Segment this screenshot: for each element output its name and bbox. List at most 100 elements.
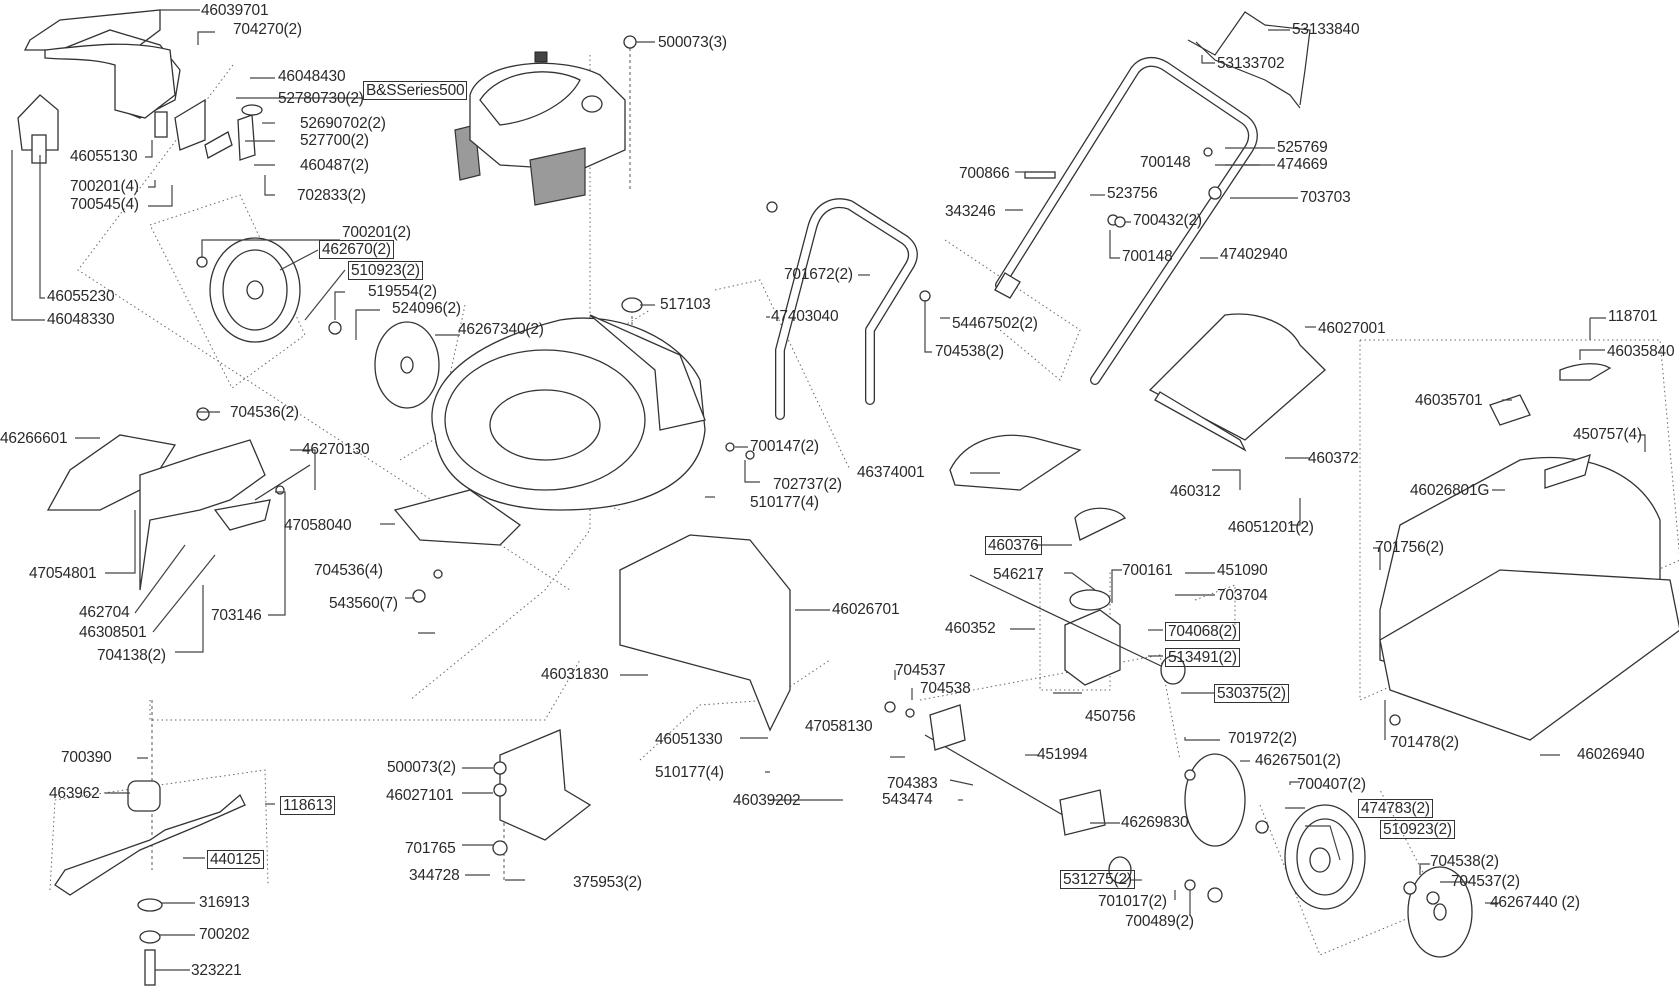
part-label-700201-4[interactable]: 700201(4) [70,178,139,195]
part-label-525769[interactable]: 525769 [1277,139,1328,156]
part-label-523756[interactable]: 523756 [1107,185,1158,202]
part-label-531275[interactable]: 531275(2) [1060,870,1135,889]
part-label-460376[interactable]: 460376 [985,536,1042,555]
part-label-46039202[interactable]: 46039202 [733,792,801,809]
part-label-704138[interactable]: 704138(2) [97,647,166,664]
part-label-440125[interactable]: 440125 [207,850,264,869]
part-label-700489[interactable]: 700489(2) [1125,913,1194,930]
part-label-46055130[interactable]: 46055130 [70,148,138,165]
part-label-118613[interactable]: 118613 [280,796,336,815]
part-label-343246[interactable]: 343246 [945,203,996,220]
engine-model-label[interactable]: B&SSeries500 [363,81,468,100]
part-label-344728[interactable]: 344728 [409,867,460,884]
part-label-450757[interactable]: 450757(4) [1573,426,1642,443]
part-label-46026801G[interactable]: 46026801G [1410,482,1490,499]
part-label-704536-2[interactable]: 704536(2) [230,404,299,421]
part-label-46266601[interactable]: 46266601 [0,430,68,447]
part-label-46267340[interactable]: 46267340(2) [458,321,544,338]
part-label-46055230[interactable]: 46055230 [47,288,115,305]
part-label-46035701[interactable]: 46035701 [1415,392,1483,409]
part-label-700432[interactable]: 700432(2) [1133,212,1202,229]
part-label-460372[interactable]: 460372 [1308,450,1359,467]
part-label-700390[interactable]: 700390 [61,749,112,766]
part-label-700148-top[interactable]: 700148 [1140,154,1191,171]
part-label-460487[interactable]: 460487(2) [300,157,369,174]
part-label-524096[interactable]: 524096(2) [392,300,461,317]
part-label-701017[interactable]: 701017(2) [1098,893,1167,910]
part-label-52780730[interactable]: 52780730(2) [278,90,364,107]
part-label-53133840[interactable]: 53133840 [1292,21,1360,38]
part-label-451994[interactable]: 451994 [1037,746,1088,763]
part-label-700407[interactable]: 700407(2) [1297,776,1366,793]
part-label-702833[interactable]: 702833(2) [297,187,366,204]
part-label-46027001[interactable]: 46027001 [1318,320,1386,337]
part-label-46031830[interactable]: 46031830 [541,666,609,683]
part-label-46051330[interactable]: 46051330 [655,731,723,748]
part-label-700147[interactable]: 700147(2) [750,438,819,455]
part-label-543560[interactable]: 543560(7) [329,595,398,612]
part-label-703703[interactable]: 703703 [1300,189,1351,206]
part-label-47403040[interactable]: 47403040 [771,308,839,325]
part-label-375953[interactable]: 375953(2) [573,874,642,891]
part-label-46051201[interactable]: 46051201(2) [1228,519,1314,536]
part-label-500073-3[interactable]: 500073(3) [658,34,727,51]
part-label-530375[interactable]: 530375(2) [1214,684,1289,703]
part-label-701756[interactable]: 701756(2) [1375,539,1444,556]
part-label-46026701[interactable]: 46026701 [832,601,900,618]
part-label-46270130[interactable]: 46270130 [302,441,370,458]
part-label-517103[interactable]: 517103 [660,296,711,313]
part-label-701478[interactable]: 701478(2) [1390,734,1459,751]
part-label-500073-2[interactable]: 500073(2) [387,759,456,776]
part-label-46039701[interactable]: 46039701 [201,2,269,19]
part-label-46048330[interactable]: 46048330 [47,311,115,328]
part-label-527700[interactable]: 527700(2) [300,132,369,149]
part-label-510177-deck[interactable]: 510177(4) [750,494,819,511]
part-label-451090[interactable]: 451090 [1217,562,1268,579]
part-label-46026940[interactable]: 46026940 [1577,746,1645,763]
part-label-46308501[interactable]: 46308501 [79,624,147,641]
part-label-704383[interactable]: 704383 [887,775,938,792]
part-label-704536-4[interactable]: 704536(4) [314,562,383,579]
part-label-46048430[interactable]: 46048430 [278,68,346,85]
part-label-463962[interactable]: 463962 [49,785,100,802]
part-label-519554[interactable]: 519554(2) [368,283,437,300]
part-label-702737[interactable]: 702737(2) [773,476,842,493]
part-label-47054801[interactable]: 47054801 [29,565,97,582]
part-label-700161[interactable]: 700161 [1122,562,1173,579]
part-label-510177-chute[interactable]: 510177(4) [655,764,724,781]
part-label-704537-side[interactable]: 704537 [895,662,946,679]
part-label-704537-rear[interactable]: 704537(2) [1451,873,1520,890]
part-label-704538-rear[interactable]: 704538(2) [1430,853,1499,870]
part-label-704538-side[interactable]: 704538 [920,680,971,697]
part-label-700201-2[interactable]: 700201(2) [342,224,411,241]
part-label-703704[interactable]: 703704 [1217,587,1268,604]
part-label-53133702[interactable]: 53133702 [1217,55,1285,72]
part-label-704270[interactable]: 704270(2) [233,21,302,38]
part-label-701672[interactable]: 701672(2) [784,266,853,283]
part-label-700202[interactable]: 700202 [199,926,250,943]
part-label-323221[interactable]: 323221 [191,962,242,979]
part-label-510923-rear[interactable]: 510923(2) [1380,820,1455,839]
part-label-543474[interactable]: 543474 [882,791,933,808]
part-label-46267501[interactable]: 46267501(2) [1255,752,1341,769]
part-label-700148-bottom[interactable]: 700148 [1122,248,1173,265]
part-label-700866[interactable]: 700866 [959,165,1010,182]
part-label-47402940[interactable]: 47402940 [1220,246,1288,263]
part-label-546217[interactable]: 546217 [993,566,1044,583]
part-label-510923-front[interactable]: 510923(2) [348,261,423,280]
part-label-474669[interactable]: 474669 [1277,156,1328,173]
part-label-46035840[interactable]: 46035840 [1607,343,1675,360]
part-label-704538-handle[interactable]: 704538(2) [935,343,1004,360]
part-label-460312[interactable]: 460312 [1170,483,1221,500]
part-label-701765[interactable]: 701765 [405,840,456,857]
part-label-701972[interactable]: 701972(2) [1228,730,1297,747]
part-label-46374001[interactable]: 46374001 [857,464,925,481]
part-label-700545[interactable]: 700545(4) [70,196,139,213]
part-label-118701[interactable]: 118701 [1608,308,1658,325]
part-label-52690702[interactable]: 52690702(2) [300,115,386,132]
part-label-46267440[interactable]: 46267440 (2) [1490,894,1580,911]
part-label-47058130[interactable]: 47058130 [805,718,873,735]
part-label-450756[interactable]: 450756 [1085,708,1136,725]
part-label-474783[interactable]: 474783(2) [1358,799,1433,818]
part-label-46027101[interactable]: 46027101 [386,787,454,804]
